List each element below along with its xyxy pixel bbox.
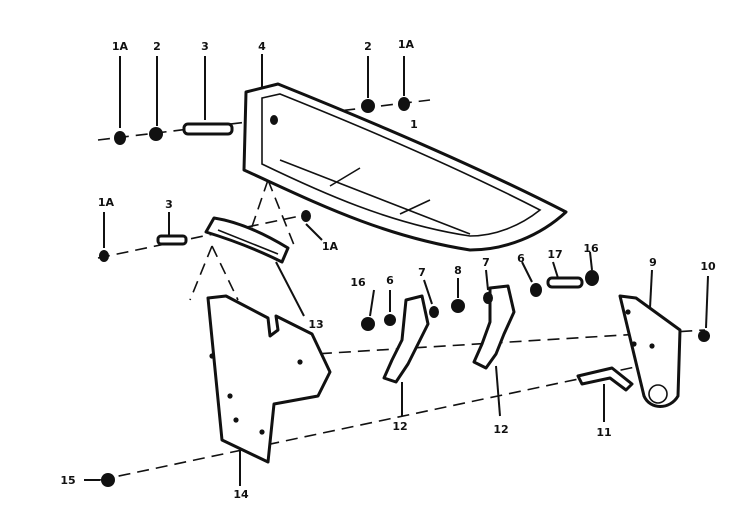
mounting-plate [206,294,332,464]
callout-8: 8 [454,264,462,277]
callout-1a-mid: 1A [322,240,339,253]
callout-14: 14 [233,488,249,501]
callout-15: 15 [60,474,75,487]
callout-1a-top-left: 1A [112,40,129,53]
callout-7-right: 7 [482,256,490,269]
callout-1a-top-right: 1A [398,38,415,51]
callout-12-right: 12 [493,423,508,436]
callout-3-mid: 3 [165,198,173,211]
hardware [99,97,710,487]
pawl-right [472,284,516,370]
callout-4: 4 [258,40,266,53]
pawl-left [382,294,430,384]
callout-1a-mid-left: 1A [98,196,115,209]
leader-lines [84,54,709,486]
callout-3-top: 3 [201,40,209,53]
hex-wrench [576,366,634,392]
callout-6-right: 6 [517,252,525,265]
callout-17: 17 [547,248,562,261]
callout-2-top-left: 2 [153,40,161,53]
callout-16-right: 16 [583,242,599,255]
callout-10: 10 [700,260,716,273]
callout-7-left: 7 [418,266,426,279]
callout-1: 1 [410,118,418,131]
callout-9: 9 [649,256,657,269]
callout-6-left: 6 [386,274,394,287]
callout-13: 13 [308,318,323,331]
callout-2-top-right: 2 [364,40,372,53]
callout-labels: 1A 2 3 4 2 1A 1 1A 3 1A 13 16 6 7 8 7 6 … [60,38,716,501]
callout-11: 11 [596,426,611,439]
rear-bracket [618,294,682,408]
support-bracket [204,216,290,264]
callout-12-left: 12 [392,420,407,433]
blade-guard [242,82,568,252]
callout-16-left: 16 [350,276,366,289]
